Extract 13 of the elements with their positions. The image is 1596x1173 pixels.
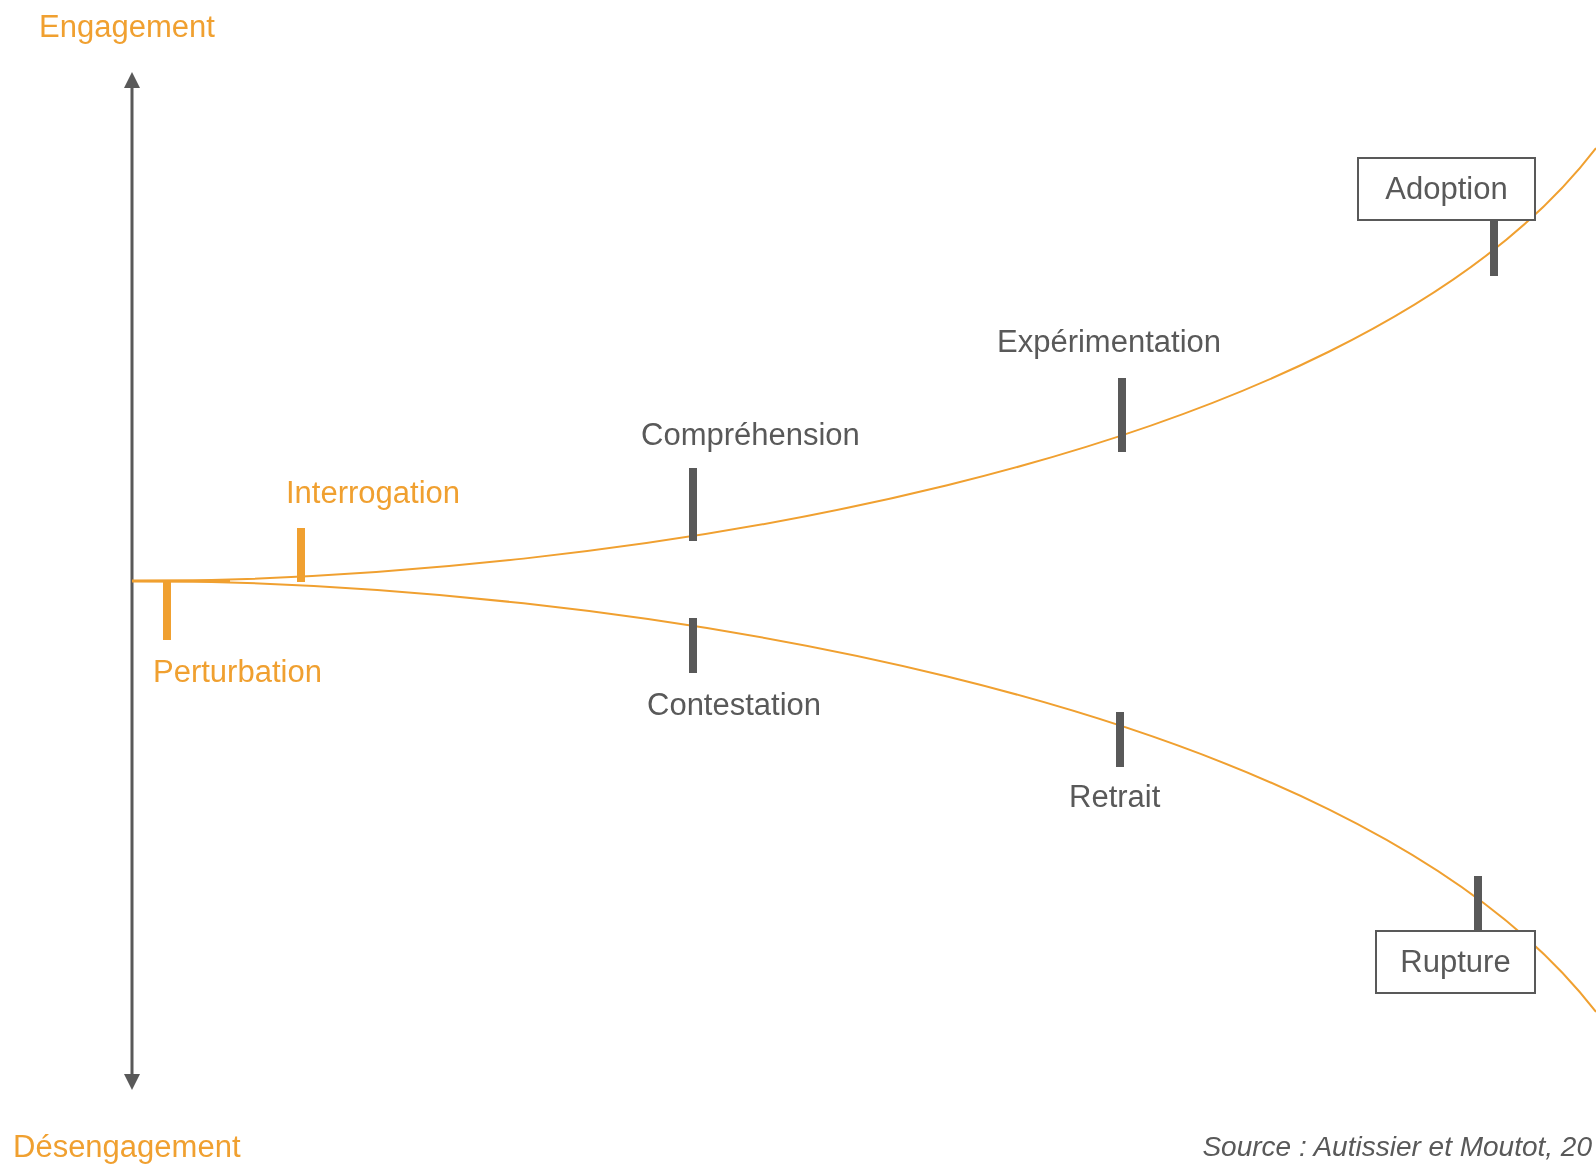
stage-label: Interrogation — [286, 476, 461, 511]
source-caption: Source : Autissier et Moutot, 20 — [1202, 1132, 1592, 1163]
outcome-label: Adoption — [1385, 171, 1508, 207]
outcome-box — [1357, 157, 1536, 221]
outcome-box — [1375, 930, 1536, 994]
axis-label: Engagement — [39, 10, 215, 45]
outcome-label: Rupture — [1400, 944, 1511, 980]
axis-label: Désengagement — [13, 1130, 241, 1165]
stage-label: Perturbation — [153, 655, 322, 690]
stage-label: Expérimentation — [997, 325, 1221, 360]
stage-label: Retrait — [1069, 780, 1161, 815]
stage-label: Contestation — [647, 688, 822, 723]
stage-label: Compréhension — [641, 418, 860, 453]
